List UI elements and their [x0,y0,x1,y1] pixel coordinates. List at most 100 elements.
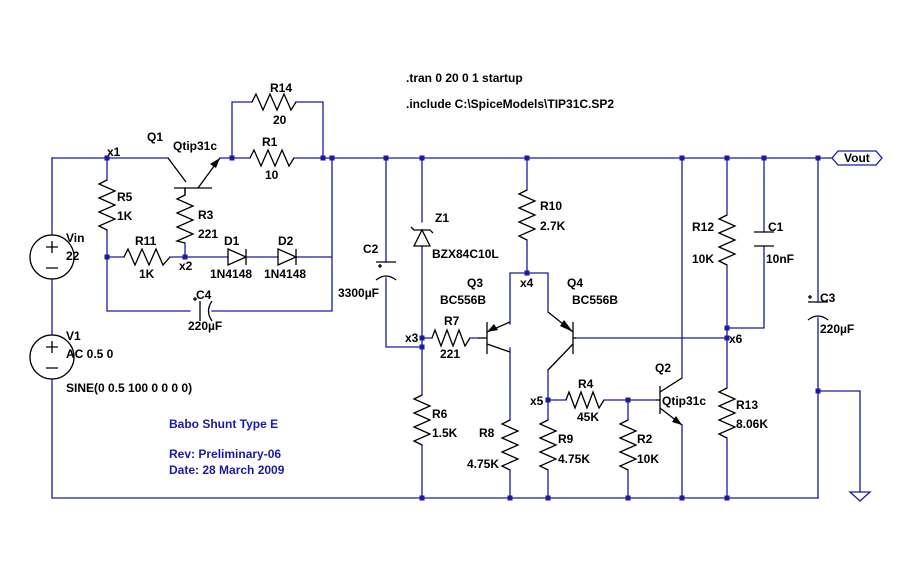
c1-value: 10nF [766,252,794,266]
resistor-r4-symbol [565,390,605,410]
wires [51,101,861,499]
r11-ref: R11 [135,234,157,248]
revision-text: Rev: Preliminary-06 [169,447,281,461]
capacitor-c3-symbol [807,295,829,321]
v1-value: AC 0.5 0 [66,347,114,361]
resistor-r10-symbol [517,189,537,241]
vin-ref: Vin [66,231,84,245]
resistor-r5-symbol [97,179,117,231]
r7-ref: R7 [444,314,460,328]
r10-ref: R10 [540,199,562,213]
resistor-r8-symbol [500,419,520,471]
q1-value: Qtip31c [173,139,217,153]
r9-ref: R9 [558,432,574,446]
part-labels: Q1 Qtip31c R14 20 R1 10 R5 1K R3 221 R11… [66,81,854,471]
d1-value: 1N4148 [210,267,252,281]
spice-directives: .tran 0 20 0 1 startup .include C:\Spice… [406,71,614,111]
net-labels: x1 x2 x3 x4 x5 x6 Vout [107,145,870,408]
q1-ref: Q1 [147,130,163,144]
capacitor-c4-symbol [193,297,213,322]
z1-value: BZX84C10L [432,247,499,261]
transistor-q2-symbol [656,377,683,426]
net-x2: x2 [179,259,193,273]
r13-value: 8.06K [736,417,768,431]
r6-ref: R6 [432,407,448,421]
r3-value: 221 [198,227,218,241]
c1-ref: C1 [768,220,784,234]
diode-d1-symbol [227,247,248,267]
resistor-r2-symbol [618,419,638,471]
r14-value: 20 [273,113,287,127]
r2-value: 10K [637,452,659,466]
r1-ref: R1 [262,135,278,149]
zener-z1-symbol [410,226,434,247]
q3-value: BC556B [440,293,486,307]
vout-port-flag [831,150,883,166]
v1-ref: V1 [66,329,81,343]
r14-ref: R14 [270,81,292,95]
r5-value: 1K [117,209,133,223]
net-x6: x6 [729,332,743,346]
transistor-q4-symbol [547,311,576,371]
r1-value: 10 [265,168,279,182]
z1-ref: Z1 [435,211,449,225]
c4-value: 220µF [188,319,222,333]
tran-directive: .tran 0 20 0 1 startup [406,71,523,85]
r8-ref: R8 [479,426,495,440]
voltage-source-v1-symbol [29,334,75,380]
voltage-source-vin-symbol [29,234,75,280]
q2-value: Qtip31c [662,394,706,408]
diode-d2-symbol [277,247,298,267]
resistor-r9-symbol [538,419,558,471]
include-directive: .include C:\SpiceModels\TIP31C.SP2 [406,97,614,111]
junctions [104,155,821,501]
c3-ref: C3 [820,291,836,305]
r12-value: 10K [692,252,714,266]
c2-value: 3300µF [338,286,379,300]
r4-ref: R4 [578,377,594,391]
r12-ref: R12 [692,220,714,234]
q4-value: BC556B [572,293,618,307]
r7-value: 221 [440,347,460,361]
q4-ref: Q4 [567,276,583,290]
transistor-q1-symbol [167,157,221,195]
net-x1: x1 [107,145,121,159]
resistor-r7-symbol [431,328,471,348]
resistor-r3-symbol [174,194,195,244]
info-block: Babo Shunt Type E Rev: Preliminary-06 Da… [169,417,285,477]
circuit-title: Babo Shunt Type E [169,417,278,431]
c4-ref: C4 [196,288,212,302]
v1-sine: SINE(0 0.5 100 0 0 0 0) [66,381,192,395]
r8-value: 4.75K [467,457,499,471]
r10-value: 2.7K [540,219,566,233]
r2-ref: R2 [637,432,653,446]
resistor-r14-symbol [251,92,297,112]
capacitor-c2-symbol [375,261,397,281]
r11-value: 1K [139,267,155,281]
vin-value: 22 [66,249,80,263]
d2-value: 1N4148 [264,267,306,281]
c3-value: 220µF [820,322,854,336]
c2-ref: C2 [363,242,379,256]
net-x3: x3 [405,331,419,345]
resistor-r11-symbol [123,247,171,267]
transistor-q3-symbol [478,321,511,354]
date-text: Date: 28 March 2009 [169,463,285,477]
q2-ref: Q2 [655,361,671,375]
net-x5: x5 [530,394,544,408]
r3-ref: R3 [198,208,214,222]
ground-symbol [848,491,872,502]
resistor-r12-symbol [717,214,737,266]
q3-ref: Q3 [467,276,483,290]
r5-ref: R5 [117,190,133,204]
resistor-r13-symbol [717,387,737,439]
d1-ref: D1 [224,234,240,248]
resistor-r6-symbol [412,394,432,446]
resistor-r1-symbol [249,148,295,168]
net-vout: Vout [844,151,870,165]
r6-value: 1.5K [432,426,458,440]
r9-value: 4.75K [558,452,590,466]
capacitor-c1-symbol [754,231,774,247]
r13-ref: R13 [736,398,758,412]
